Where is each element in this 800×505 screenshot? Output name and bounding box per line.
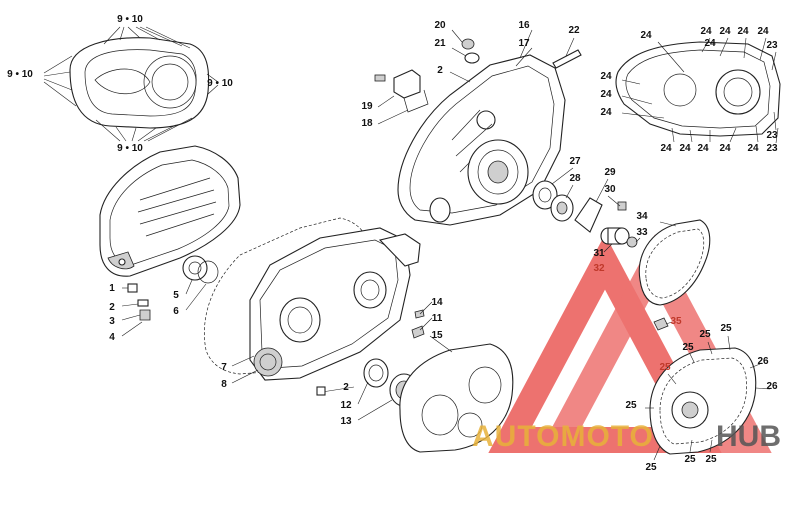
part-label-l25d: 25	[659, 362, 671, 373]
part-label-l24d: 24	[737, 26, 749, 37]
plate-part-29	[574, 178, 627, 233]
bolt-part-14	[411, 301, 433, 339]
part-label-l25b: 25	[720, 323, 732, 334]
part-label-l25g: 25	[705, 454, 717, 465]
part-label-l24m: 24	[719, 143, 731, 154]
part-label-l24h: 24	[600, 89, 612, 100]
part-label-l24g: 24	[600, 71, 612, 82]
gear-cover-part	[615, 37, 781, 144]
part-label-l24n: 24	[747, 143, 759, 154]
part-label-l2b: 2	[343, 382, 349, 393]
crankcase-left	[203, 217, 421, 396]
gasket-part-15	[399, 335, 514, 453]
part-label-l20: 20	[434, 20, 446, 31]
part-label-l6: 6	[173, 306, 179, 317]
part-label-l32: 32	[593, 263, 605, 274]
part-label-l14: 14	[431, 297, 443, 308]
part-label-l24c: 24	[719, 26, 731, 37]
part-label-l34: 34	[636, 211, 648, 222]
part-label-l25e: 25	[625, 400, 637, 411]
part-label-l4: 4	[109, 332, 115, 343]
watermark-text-part1: AUTOMOTO	[472, 420, 654, 453]
part-label-l23a: 23	[766, 40, 778, 51]
part-label-l35: 35	[670, 316, 682, 327]
part-label-l24b: 24	[700, 26, 712, 37]
part-label-l24j: 24	[660, 143, 672, 154]
part-label-l7: 7	[221, 362, 227, 373]
part-label-l22: 22	[568, 25, 580, 36]
part-label-l9-10-right: 9 • 10	[207, 78, 233, 89]
part-label-l8: 8	[221, 379, 227, 390]
part-label-l26b: 26	[766, 381, 778, 392]
part-label-l24e: 24	[757, 26, 769, 37]
seal-part-27	[532, 167, 574, 222]
part-label-l24a: 24	[640, 30, 652, 41]
part-label-l24k: 24	[679, 143, 691, 154]
part-label-l2c: 2	[437, 65, 443, 76]
part-label-l26a: 26	[757, 356, 769, 367]
part-label-l9-10-left: 9 • 10	[7, 69, 33, 80]
part-label-l21: 21	[434, 38, 446, 49]
part-label-l12: 12	[340, 400, 352, 411]
bolt-part-35	[653, 317, 673, 331]
clutch-cover-top-view	[43, 26, 219, 142]
part-label-l18: 18	[361, 118, 373, 129]
part-label-l19: 19	[361, 101, 373, 112]
crankcase-right	[397, 29, 566, 226]
pin-part-22	[552, 37, 582, 69]
watermark-text-part2: HUB	[716, 420, 781, 453]
spacer-part-31	[600, 227, 641, 253]
bearing-part-5	[182, 255, 219, 311]
part-label-l9-10-top: 9 • 10	[117, 14, 143, 25]
part-label-l30: 30	[604, 184, 616, 195]
part-label-l25f: 25	[684, 454, 696, 465]
part-label-l13: 13	[340, 416, 352, 427]
part-label-l5: 5	[173, 290, 179, 301]
part-label-l24l: 24	[697, 143, 709, 154]
part-label-l17: 17	[518, 38, 530, 49]
part-label-l23b: 23	[766, 143, 778, 154]
part-label-l16: 16	[518, 20, 530, 31]
cover-part-34	[638, 219, 711, 306]
part-label-l24f: 24	[704, 38, 716, 49]
sensor-part-18	[374, 69, 429, 125]
part-label-l24i: 24	[600, 107, 612, 118]
part-label-l3: 3	[109, 316, 115, 327]
part-label-l31: 31	[593, 248, 605, 259]
clutch-cover-part	[99, 145, 241, 337]
part-label-l33: 33	[636, 227, 648, 238]
part-label-l27: 27	[569, 156, 581, 167]
part-label-l25c: 25	[682, 342, 694, 353]
part-label-l2a: 2	[109, 302, 115, 313]
part-label-l29: 29	[604, 167, 616, 178]
watermark-text: AUTOMOTO HUB	[472, 420, 781, 453]
part-label-l1: 1	[109, 283, 115, 294]
side-cover-part	[645, 335, 771, 461]
part-label-l28: 28	[569, 173, 581, 184]
part-label-l25a: 25	[699, 329, 711, 340]
part-label-l15: 15	[431, 330, 443, 341]
part-label-l9-10-bottom: 9 • 10	[117, 143, 143, 154]
part-label-l23c: 23	[766, 130, 778, 141]
part-label-l25h: 25	[645, 462, 657, 473]
plug-part-20	[451, 29, 480, 64]
part-label-l11: 11	[432, 313, 443, 324]
